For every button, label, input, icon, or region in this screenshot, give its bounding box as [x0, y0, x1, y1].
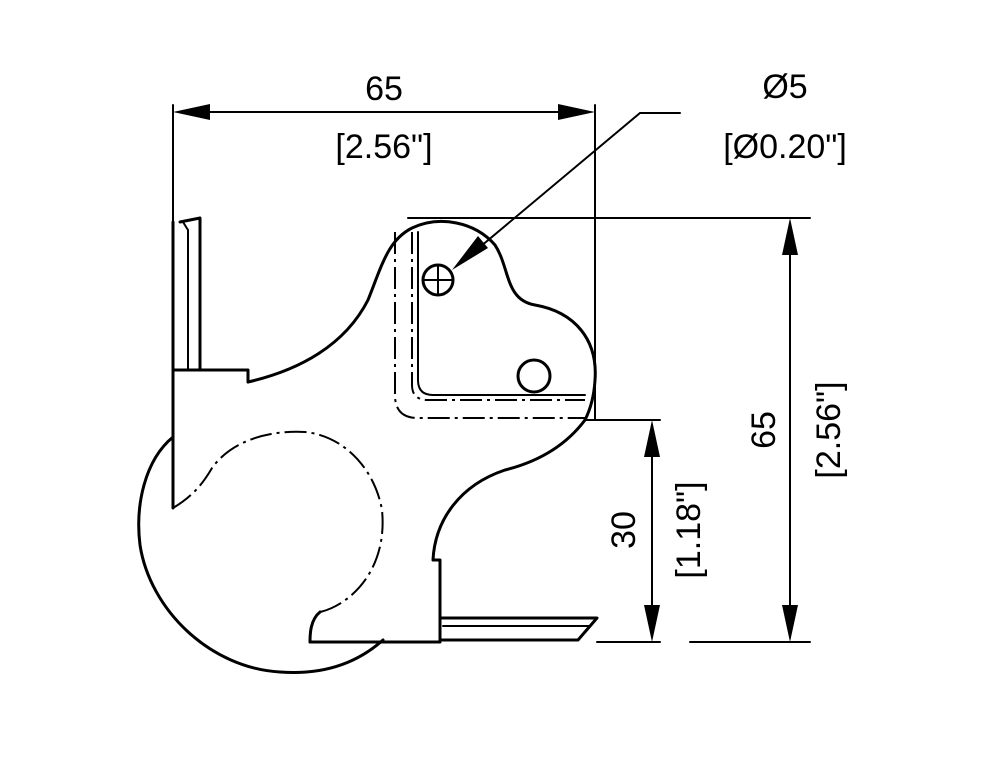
top-width-imperial-label: [2.56"]: [335, 128, 432, 166]
ball-hidden-arc: [172, 430, 384, 613]
inner-bend-line-2: [411, 232, 585, 401]
hole-imperial-label: [Ø0.20"]: [723, 128, 847, 166]
ball-cutout: [308, 610, 322, 644]
flange-height-metric-label: 30: [605, 511, 643, 549]
countersunk-screw-hole: [421, 263, 455, 297]
right-height-metric-label: 65: [745, 411, 783, 449]
right-height-imperial-label: [2.56"]: [810, 381, 848, 478]
plate-top-edge: [407, 217, 596, 421]
bottom-flange: [308, 616, 599, 644]
dimension-hole-diameter: Ø5 [Ø0.20"]: [452, 68, 847, 270]
hole-metric-label: Ø5: [762, 68, 807, 106]
corner-part: [137, 216, 599, 674]
left-flange: [171, 216, 250, 510]
ball-outline: [137, 435, 385, 674]
lower-edge-outline: [431, 418, 587, 642]
top-width-metric-label: 65: [365, 70, 403, 108]
rivet-hole: [516, 358, 552, 394]
dimension-top-width: 65 [2.56"]: [172, 70, 596, 223]
dimension-right-height: 65 [2.56"]: [594, 217, 848, 643]
flange-height-imperial-label: [1.18"]: [670, 481, 708, 578]
inner-plate-edge: [417, 231, 586, 396]
inner-bend-line: [394, 232, 585, 419]
dimension-flange-height: 30 [1.18"]: [584, 419, 708, 643]
